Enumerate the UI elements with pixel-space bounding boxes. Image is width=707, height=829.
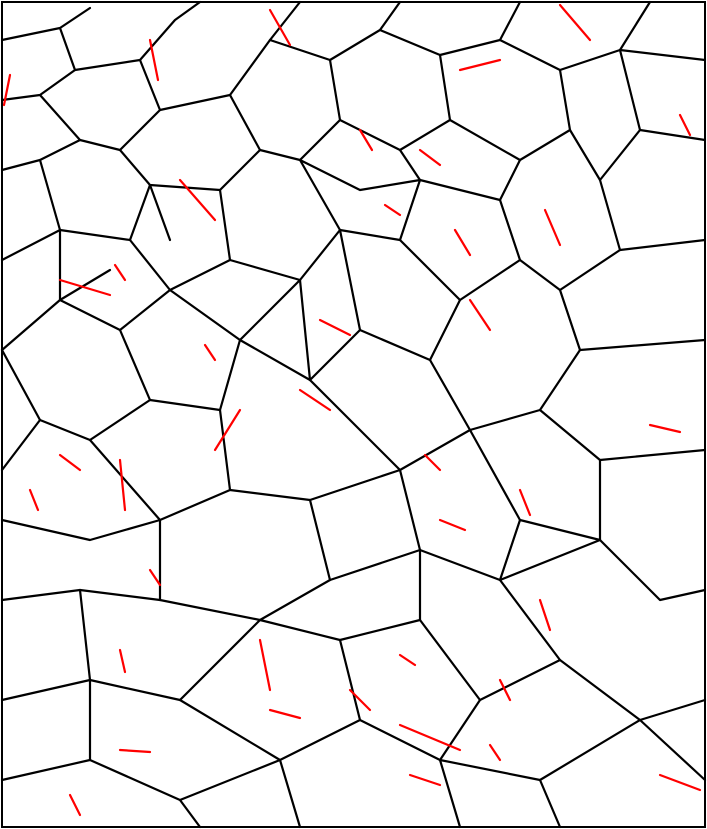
high-angle-boundary — [0, 298, 62, 352]
high-angle-boundary — [73, 0, 202, 72]
high-angle-boundary — [178, 638, 362, 762]
low-angle-boundary — [258, 638, 272, 692]
high-angle-boundary — [268, 0, 402, 62]
high-angle-boundary — [58, 268, 112, 302]
low-angle-boundary — [658, 773, 702, 792]
high-angle-boundary — [308, 358, 472, 472]
high-angle-boundary — [498, 0, 652, 72]
low-angle-boundary — [398, 653, 417, 667]
low-angle-boundary — [68, 793, 82, 817]
high-angle-boundary — [258, 58, 342, 162]
low-angle-boundary — [148, 38, 160, 82]
high-angle-boundary — [238, 228, 362, 382]
low-angle-boundary — [468, 298, 492, 332]
high-angle-boundary — [618, 48, 707, 62]
low-angle-boundary — [318, 318, 352, 337]
high-angle-boundary — [448, 68, 572, 162]
high-angle-boundary — [498, 518, 522, 582]
low-angle-boundary — [268, 8, 292, 47]
low-angle-boundary — [298, 388, 332, 412]
low-angle-boundary — [118, 458, 127, 512]
low-angle-boundary — [178, 178, 217, 222]
high-angle-boundary — [338, 148, 422, 242]
low-angle-boundary — [2, 73, 12, 107]
low-angle-boundary — [118, 648, 127, 674]
high-angle-boundary — [418, 458, 602, 582]
low-angle-boundary — [148, 568, 162, 587]
low-angle-boundary — [348, 688, 372, 712]
high-angle-boundary — [38, 328, 152, 442]
high-angle-boundary — [378, 0, 522, 57]
high-angle-boundary — [598, 538, 707, 602]
high-angle-boundary — [538, 778, 562, 829]
high-angle-boundary — [178, 758, 282, 802]
low-angle-boundary — [438, 518, 467, 532]
low-angle-boundary — [268, 708, 302, 720]
low-angle-boundary — [488, 743, 502, 762]
high-angle-boundary — [278, 758, 302, 829]
low-angle-boundary — [203, 343, 217, 362]
high-angle-boundary — [438, 758, 462, 829]
low-angle-boundary — [58, 278, 112, 297]
low-angle-boundary-layer — [2, 3, 702, 817]
high-angle-boundary — [358, 618, 482, 762]
low-angle-boundary — [648, 423, 682, 434]
high-angle-boundary — [148, 183, 172, 242]
low-angle-boundary — [543, 208, 562, 247]
high-angle-boundary — [338, 53, 452, 152]
low-angle-boundary — [498, 678, 512, 702]
high-angle-boundary — [298, 278, 312, 382]
low-angle-boundary — [398, 723, 462, 752]
low-angle-boundary — [213, 408, 242, 452]
low-angle-boundary — [58, 453, 82, 472]
high-angle-boundary — [0, 26, 77, 102]
low-angle-boundary — [418, 148, 442, 167]
low-angle-boundary — [358, 128, 374, 152]
low-angle-boundary — [458, 58, 502, 72]
high-angle-boundary — [298, 158, 422, 192]
low-angle-boundary — [423, 453, 442, 472]
high-angle-boundary — [258, 548, 422, 642]
low-angle-boundary — [678, 113, 692, 137]
low-angle-boundary — [118, 748, 152, 754]
low-angle-boundary — [518, 488, 532, 517]
low-angle-boundary — [383, 203, 402, 217]
high-angle-boundary — [0, 758, 202, 829]
high-angle-boundary — [398, 198, 522, 302]
high-angle-boundary — [148, 288, 242, 412]
high-angle-boundary — [88, 408, 232, 522]
low-angle-boundary — [113, 263, 127, 282]
low-angle-boundary — [538, 598, 552, 632]
high-angle-boundary — [638, 718, 707, 782]
high-angle-boundary — [238, 278, 302, 342]
low-angle-boundary — [558, 3, 592, 42]
high-angle-boundary — [158, 0, 302, 112]
low-angle-boundary — [28, 488, 40, 512]
high-angle-boundary — [228, 158, 342, 282]
low-angle-boundary — [453, 228, 472, 257]
high-angle-boundary — [0, 518, 162, 542]
low-angle-boundary — [408, 773, 442, 787]
